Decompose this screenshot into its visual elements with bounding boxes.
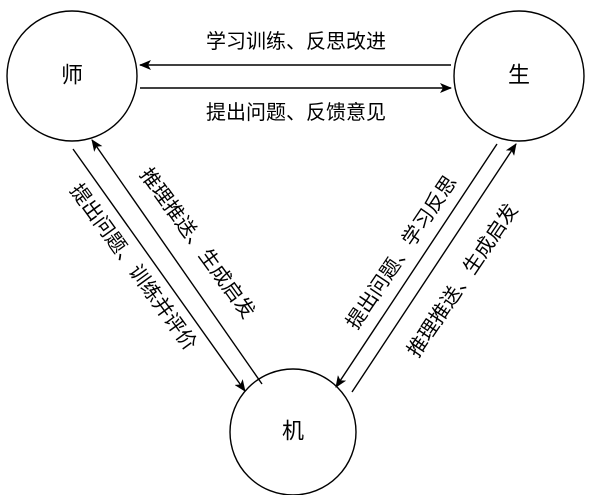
- edge-label-student-to-teacher: 学习训练、反思改进: [206, 29, 386, 53]
- node-machine-circle: [229, 368, 357, 495]
- arrow-student-to-machine: [335, 143, 498, 388]
- edge-student-to-teacher: 学习训练、反思改进: [139, 29, 451, 70]
- edge-label-teacher-to-student: 提出问题、反馈意见: [206, 100, 386, 124]
- node-machine: 机: [229, 368, 357, 495]
- node-student-label: 生: [508, 64, 530, 89]
- arrow-teacher-to-machine: [72, 148, 246, 392]
- arrow-machine-to-student: [351, 143, 517, 393]
- node-teacher-label: 师: [61, 64, 83, 89]
- edge-teacher-to-student: 提出问题、反馈意见: [140, 83, 452, 124]
- arrow-machine-to-teacher: [91, 139, 263, 385]
- node-teacher: 师: [6, 10, 138, 142]
- node-student-circle: [453, 10, 585, 142]
- node-machine-label: 机: [282, 420, 304, 445]
- node-student: 生: [453, 10, 585, 142]
- node-teacher-circle: [6, 10, 138, 142]
